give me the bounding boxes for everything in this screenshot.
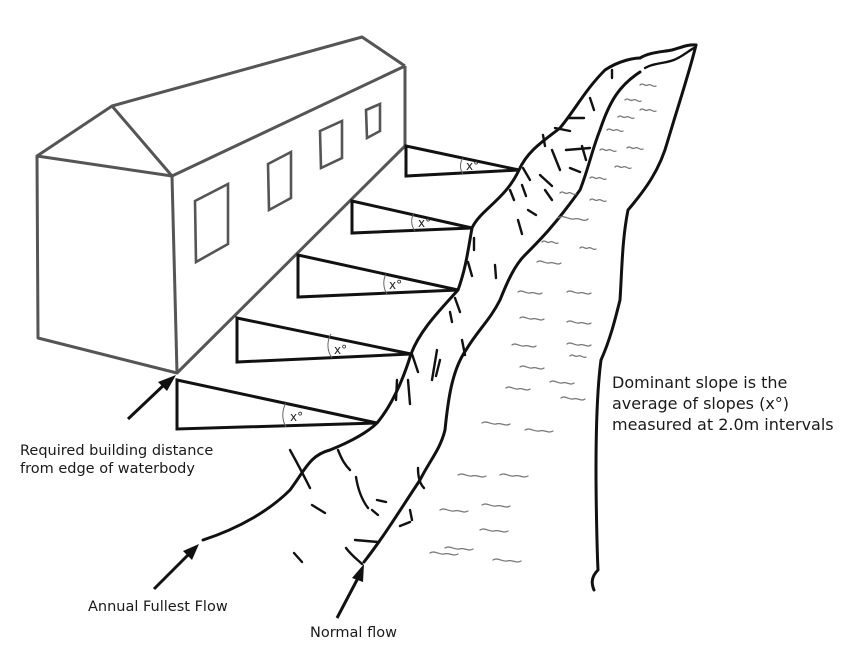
building-roof-ridge — [111, 35, 406, 108]
label-line: measured at 2.0m intervals — [612, 414, 834, 434]
normal-flow-bank — [362, 70, 642, 564]
slope-triangle: x° — [404, 144, 520, 178]
building-eave — [171, 64, 406, 178]
slope-angle-label: x° — [466, 159, 479, 173]
label-line: Required building distance — [20, 443, 214, 459]
waterbody — [201, 43, 698, 592]
label-line: average of slopes (x°) — [612, 393, 790, 413]
slope-angle-label: x° — [290, 410, 303, 424]
slope-angle-label: x° — [389, 278, 402, 292]
dominant-slope-label: Dominant slope is the average of slopes … — [612, 373, 834, 435]
annual-fullest-flow-label: Annual Fullest Flow — [88, 599, 228, 615]
building-window — [266, 149, 293, 213]
slope-triangle: x° — [350, 199, 473, 235]
building-window — [193, 181, 230, 265]
slope-triangle: x° — [175, 378, 378, 431]
slope-angle-label: x° — [334, 343, 347, 357]
annual-fullest-flow-arrow — [152, 544, 199, 591]
normal-flow-arrow — [335, 564, 364, 619]
building-window — [364, 102, 382, 141]
slope-triangles: x° x° x° x° x° — [175, 144, 520, 431]
river-source — [638, 43, 698, 60]
normal-flow-label: Normal flow — [310, 625, 397, 641]
slope-angle-label: x° — [418, 216, 431, 230]
slope-triangle: x° — [235, 316, 412, 364]
annual-fullest-flow-bank — [201, 56, 642, 542]
building-distance-arrow — [126, 375, 176, 421]
building-distance-label: Required building distance from edge of … — [20, 442, 213, 478]
label-line: Dominant slope is the — [612, 373, 788, 392]
label-line: from edge of waterbody — [20, 461, 195, 478]
building — [35, 35, 407, 375]
far-bank — [590, 43, 698, 592]
building-window — [318, 118, 344, 171]
building-base-line — [175, 144, 407, 375]
building-end-wall — [35, 154, 179, 375]
water-ripples — [429, 83, 657, 563]
slope-triangle: x° — [296, 253, 459, 299]
